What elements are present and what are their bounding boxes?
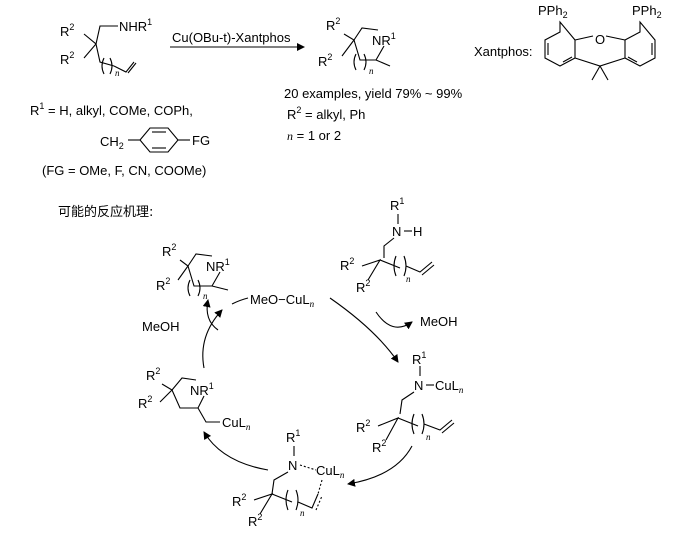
product-structure: R2 R2 NR1 n (318, 16, 396, 76)
alkyl-r2-top: R2 (146, 366, 160, 383)
xantphos-label: Xantphos: (474, 44, 533, 59)
substrate-r2-top: R2 (60, 22, 74, 39)
ts-r1: R1 (286, 428, 300, 445)
fg-scope: (FG = OMe, F, CN, COOMe) (42, 163, 206, 178)
cycle-substrate: R1 N H R2 R2 n (340, 196, 435, 295)
product-n: n (369, 66, 374, 76)
xantphos-pph2-right: PPh2 (632, 3, 662, 20)
substrate-structure: R2 R2 NHR1 n (60, 17, 152, 78)
amido-r1: R1 (412, 350, 426, 367)
product-nr1: NR1 (372, 31, 396, 48)
amido-r2-bottom: R2 (372, 438, 386, 455)
amido-copper-intermediate: R1 N CuLn R2 R2 n (356, 350, 464, 455)
r2-scope: R2 = alkyl, Ph (287, 105, 365, 122)
alkyl-r2-bottom: R2 (138, 394, 152, 411)
cycle-substrate-nvar: n (406, 274, 411, 284)
n-scope: n = 1 or 2 (287, 128, 341, 143)
examples-line: 20 examples, yield 79% ~ 99% (284, 86, 463, 101)
substrate-nhr1: NHR1 (119, 17, 152, 34)
catalytic-cycle-arrows (202, 297, 413, 487)
ts-cul: CuLn (316, 463, 345, 480)
amido-nvar: n (426, 432, 431, 442)
benzyl-ch2: CH2 (100, 134, 124, 151)
meoh-left: MeOH (142, 319, 180, 334)
substrate-r2-bottom: R2 (60, 50, 74, 67)
cycle-substrate-h: H (413, 224, 422, 239)
xantphos-structure: Xantphos: PPh2 PPh2 O (474, 3, 662, 81)
meoh-right: MeOH (420, 314, 458, 329)
ts-nvar: n (300, 508, 305, 518)
cycle-substrate-r1: R1 (390, 196, 404, 213)
amido-cul: CuLn (435, 378, 464, 395)
product-r2-bottom: R2 (318, 52, 332, 69)
amido-n: N (414, 378, 423, 393)
cycle-product: R2 R2 NR1 n (156, 242, 230, 301)
cycle-substrate-n: N (392, 224, 401, 239)
ts-n: N (288, 458, 297, 473)
cu-complex: MeO−CuLn (250, 292, 315, 309)
mechanism-title: 可能的反应机理: (58, 204, 153, 220)
xantphos-o: O (595, 32, 605, 47)
scope-text: R1 = H, alkyl, COMe, COPh, CH2 FG (FG = … (30, 86, 463, 178)
cycle-product-r2-top: R2 (162, 242, 176, 259)
amido-r2-top: R2 (356, 418, 370, 435)
reaction-arrow: Cu(OBu-t)-Xantphos (170, 30, 305, 51)
benzyl-fg: FG (192, 133, 210, 148)
ts-r2-bottom: R2 (248, 512, 262, 529)
cycle-substrate-r2-top: R2 (340, 256, 354, 273)
reagent-label: Cu(OBu-t)-Xantphos (172, 30, 291, 45)
xantphos-pph2-left: PPh2 (538, 3, 568, 20)
product-r2-top: R2 (326, 16, 340, 33)
insertion-intermediate: R1 N CuLn R2 R2 n (232, 428, 345, 529)
cycle-product-n: n (203, 291, 208, 301)
cycle-product-nr1: NR1 (206, 257, 230, 274)
alkyl-nr1: NR1 (190, 381, 214, 398)
r1-scope: R1 = H, alkyl, COMe, COPh, (30, 101, 193, 118)
alkyl-copper-intermediate: R2 R2 NR1 CuLn (138, 366, 251, 432)
ts-r2-top: R2 (232, 492, 246, 509)
alkyl-cul: CuLn (222, 415, 251, 432)
cycle-substrate-r2-bottom: R2 (356, 278, 370, 295)
cycle-product-r2-bottom: R2 (156, 276, 170, 293)
substrate-n: n (115, 68, 120, 78)
